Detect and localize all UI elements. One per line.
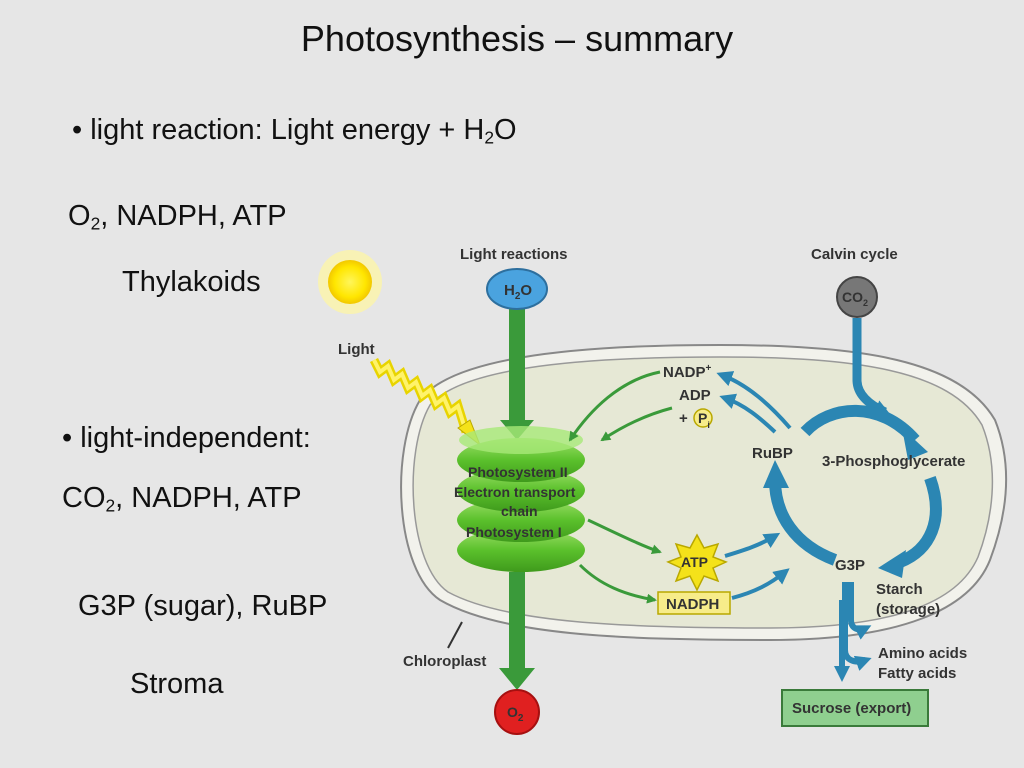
g3p-label: G3P — [835, 557, 865, 574]
starch-label: Starch (storage) — [876, 581, 940, 618]
chloroplast-pointer — [447, 621, 463, 649]
calvin-cycle-head-left — [763, 460, 789, 488]
o2-bubble-label: O2 — [507, 704, 524, 724]
inputs-rest: , NADPH, ATP — [115, 482, 302, 514]
plus-label: + — [679, 410, 688, 427]
light-bolt-core — [372, 359, 468, 433]
calvin-cycle-arc-right — [897, 475, 942, 568]
adp-return-arrow — [600, 406, 673, 442]
co2-text: CO — [62, 482, 106, 514]
light-reactions-label: Light reactions — [460, 246, 568, 263]
atp-starburst — [666, 533, 728, 592]
atp-production-arrow — [587, 518, 662, 555]
h2o-bubble-label: H2O — [504, 282, 532, 302]
h2o-subscript: 2 — [484, 127, 495, 148]
atp-to-cycle-arrow — [724, 532, 781, 558]
light-reaction-products: O2, NADPH, ATP — [68, 202, 287, 233]
thylakoids-label: Thylakoids — [122, 266, 261, 298]
adp-label: ADP — [679, 387, 711, 404]
light-independent-products: G3P (sugar), RuBP — [78, 590, 328, 622]
sucrose-box — [781, 689, 929, 727]
calvin-cycle-arc-top — [800, 404, 920, 445]
o2-down-arrow — [509, 572, 525, 672]
pi-label: Pi — [698, 410, 710, 430]
light-reaction-bullet: • light reaction: Light energy + H2O — [72, 116, 517, 147]
co2-bubble-label: CO2 — [842, 289, 868, 308]
thylakoid-stack — [457, 426, 585, 572]
3-phosphoglycerate-label: 3-Phosphoglycerate — [822, 453, 965, 470]
light-independent-bullet: • light-independent: — [62, 424, 311, 453]
o2-subscript: 2 — [90, 213, 101, 234]
nadph-to-cycle-arrow — [731, 568, 790, 600]
products-rest: , NADPH, ATP — [100, 200, 287, 232]
h2o-bubble — [486, 268, 548, 310]
rubp-label: RuBP — [752, 445, 793, 462]
light-reaction-text: light reaction: Light energy + H — [90, 114, 485, 146]
nadph-label: NADPH — [666, 596, 719, 613]
calvin-cycle-label: Calvin cycle — [811, 246, 898, 263]
calvin-cycle-head-right — [878, 550, 906, 578]
pi-circle — [693, 408, 713, 428]
sun-icon — [318, 250, 382, 314]
amino-fatty-acids-label: Amino acids Fatty acids — [878, 645, 971, 682]
bullet-marker: • — [62, 422, 73, 454]
chloroplast-label: Chloroplast — [403, 653, 486, 670]
nadph-box — [657, 591, 731, 615]
co2-bubble — [836, 276, 878, 318]
bullet-marker: • — [72, 114, 83, 146]
g3p-to-starch-arrow — [848, 582, 872, 640]
light-label: Light — [338, 341, 375, 358]
photosystem-label: Photosystem II Electron transport chain … — [454, 464, 579, 540]
h2o-down-arrow — [509, 306, 525, 426]
o2-bubble — [494, 689, 540, 735]
calvin-cycle-arc-left — [769, 479, 838, 566]
cycle-to-adp-arrow — [719, 393, 777, 434]
slide-title: Photosynthesis – summary — [300, 18, 734, 59]
nadp-label: NADP+ — [663, 363, 712, 381]
h2o-suffix: O — [494, 114, 517, 146]
nadph-production-arrow — [578, 563, 657, 604]
o2-text: O — [68, 200, 91, 232]
co2-subscript: 2 — [105, 495, 116, 516]
light-independent-text: light-independent: — [80, 422, 311, 454]
light-independent-inputs: CO2, NADPH, ATP — [62, 484, 302, 515]
calvin-cycle-head-top — [902, 428, 928, 460]
stroma-label: Stroma — [130, 668, 224, 700]
cycle-to-nadp-arrow — [716, 371, 792, 430]
o2-arrowhead — [499, 668, 535, 690]
nadp-return-arrow — [568, 370, 661, 442]
sucrose-label: Sucrose (export) — [792, 700, 911, 717]
atp-label: ATP — [681, 554, 708, 570]
